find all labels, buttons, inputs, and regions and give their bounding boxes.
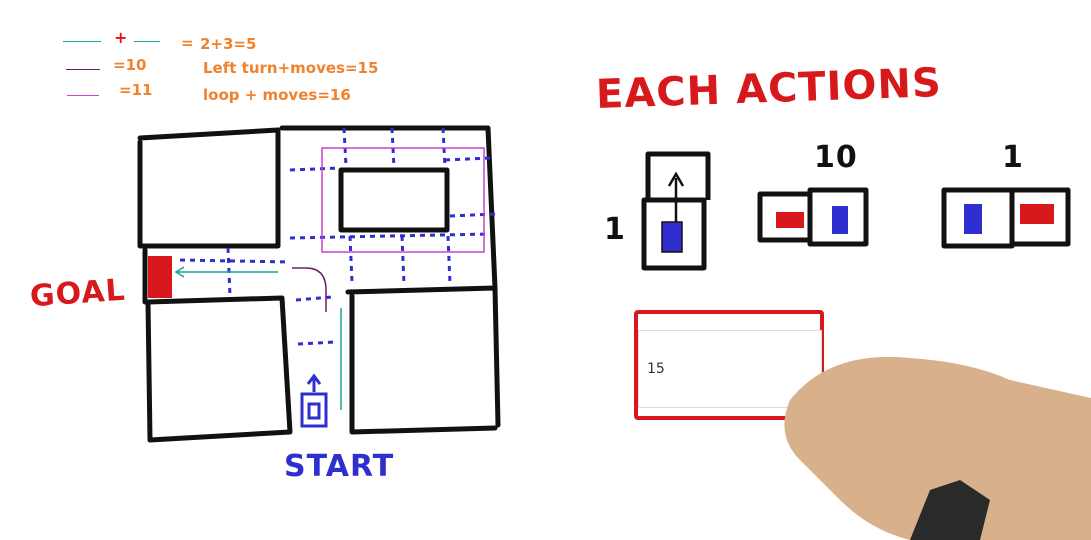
hand-image [784,356,1091,540]
grid-mark-h7 [297,340,337,346]
maze-wall-top-left-block [137,127,281,249]
legend-plus: + [114,28,128,47]
left-turn-box-2 [807,187,869,247]
robot-left-turn-heading [776,212,804,228]
purple-legend-value: =10 [113,56,147,74]
robot-right-turn-start [964,204,982,234]
maze-wall-bottom-left-block [145,295,293,443]
grid-mark-h3 [289,166,341,172]
purple-legend-line [66,69,100,70]
purple-path [292,267,327,312]
grid-mark-v5 [348,235,354,283]
maze-obstacle [338,167,450,233]
robot-right-turn-heading [1020,204,1054,224]
legend-equals: = [181,34,194,52]
legend-sum: 2+3=5 [200,35,257,53]
maze-wall-bottom-right-block [349,293,498,435]
magenta-loop-path [321,147,485,253]
start-label: START [284,449,395,484]
teal-legend-line-2 [134,41,160,42]
grid-mark-h1 [179,258,291,264]
grid-mark-v6 [400,235,406,285]
maze-sketch [137,125,501,443]
right-turn-cost-label: 1 [1002,140,1024,175]
grid-mark-h2 [289,232,491,240]
goal-marker [148,256,172,298]
actions-sketch [641,151,1071,271]
grid-mark-h5 [449,212,496,218]
magenta-legend-line [67,95,99,96]
robot-forward [661,221,683,253]
teal-legend-line-1 [63,41,101,42]
grid-mark-v7 [446,235,452,285]
start-robot [300,373,328,428]
robot-left-turn-start [832,206,848,234]
maze-wall-top-right-block [279,125,498,295]
left-turn-cost-label: 10 [814,140,858,175]
magenta-legend-value: =11 [119,81,153,99]
answer-box-frame [634,310,824,420]
forward-cost: 1 [604,212,626,247]
loop-cost: loop + moves=16 [203,86,351,104]
teal-path-arrowhead [174,266,185,278]
teal-path [176,271,342,410]
grid-mark-h4 [444,156,491,162]
forward-action-box [641,197,707,271]
right-turn-box-2 [1009,187,1071,247]
answer-input[interactable] [638,330,822,408]
left-turn-cost: Left turn+moves=15 [203,59,379,77]
grid-mark-v2 [342,127,348,167]
maze-wall-outer-right [492,285,501,428]
forward-arrow [667,171,685,228]
forward-action-frame [645,151,711,200]
